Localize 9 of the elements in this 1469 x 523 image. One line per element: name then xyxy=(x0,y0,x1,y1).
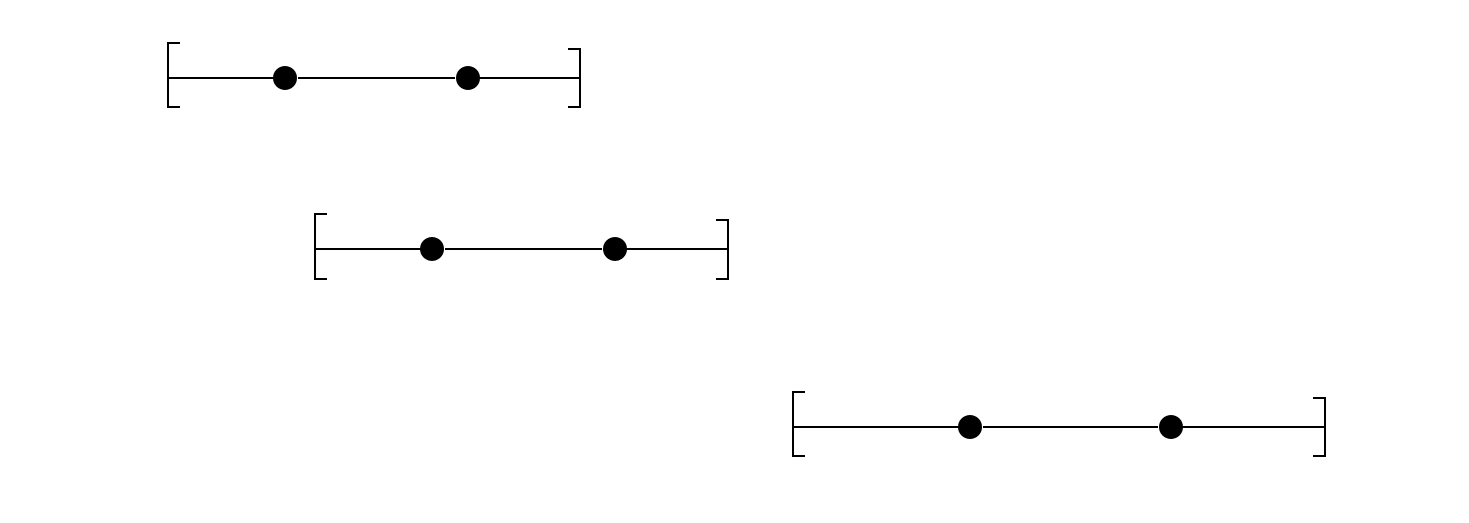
dot xyxy=(456,66,480,90)
dot xyxy=(603,237,627,261)
dot xyxy=(958,415,982,439)
line-segment xyxy=(444,248,603,250)
dot xyxy=(420,237,444,261)
line-segment xyxy=(297,77,456,79)
dot xyxy=(1159,415,1183,439)
line-segment xyxy=(982,426,1159,428)
dot xyxy=(273,66,297,90)
